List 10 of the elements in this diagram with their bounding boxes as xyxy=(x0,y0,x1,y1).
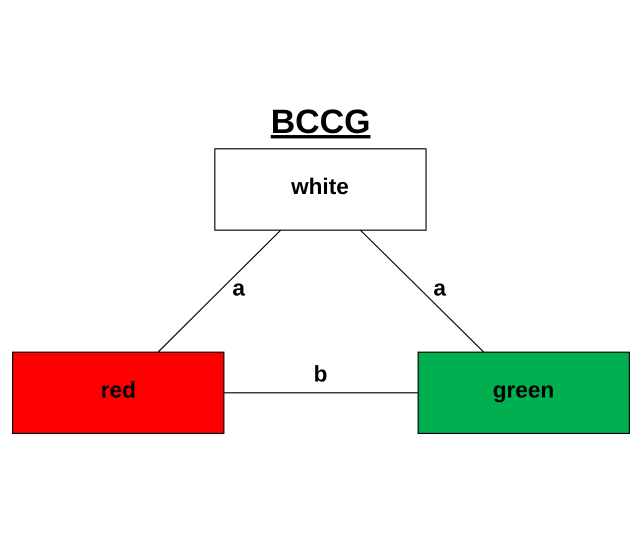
edge-label: a xyxy=(433,276,446,301)
connector xyxy=(224,392,418,394)
diagram-title: BCCG xyxy=(270,103,370,142)
node-box: green xyxy=(418,352,630,434)
edge-label: b xyxy=(314,362,328,387)
connector xyxy=(158,230,281,352)
node-box: white xyxy=(214,148,427,231)
edge-label: a xyxy=(232,276,245,301)
node-box: red xyxy=(12,352,224,434)
connector xyxy=(360,230,484,352)
